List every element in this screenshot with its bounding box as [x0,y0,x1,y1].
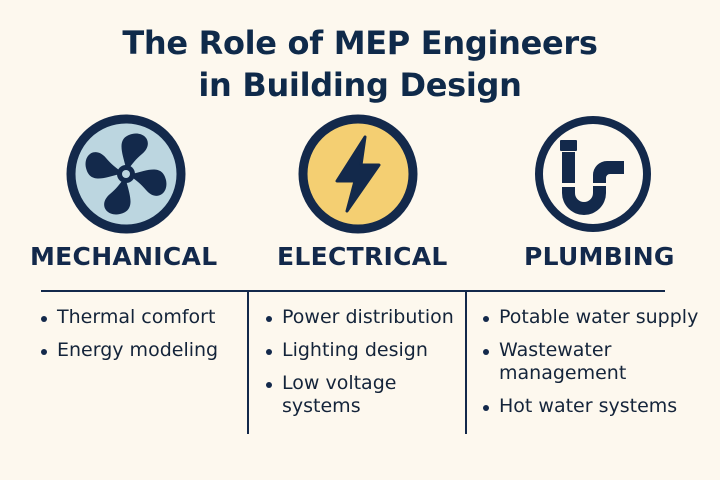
list-item: Low voltage systems [265,372,422,418]
plumbing-list: Potable water supply Wastewater manageme… [482,306,720,428]
column-divider-2 [465,291,467,434]
electrical-list: Power distribution Lighting design Low v… [265,306,502,428]
list-item: Wastewater management [482,339,649,385]
list-item: Thermal comfort [40,306,277,329]
lightning-bolt-icon [297,113,419,235]
list-item: Energy modeling [40,339,277,362]
title-line-2: in Building Design [198,66,522,104]
page-title: The Role of MEP Engineers in Building De… [0,22,720,106]
list-item: Potable water supply [482,306,720,329]
heading-electrical: ELECTRICAL [277,242,448,271]
list-item: Lighting design [265,339,502,362]
heading-plumbing: PLUMBING [524,242,675,271]
fan-icon [65,113,187,235]
mechanical-list: Thermal comfort Energy modeling [40,306,277,372]
list-item: Power distribution [265,306,502,329]
title-line-1: The Role of MEP Engineers [122,24,598,62]
column-divider-1 [247,291,249,434]
horizontal-divider [41,290,665,292]
list-item: Hot water systems [482,395,720,418]
heading-mechanical: MECHANICAL [30,242,218,271]
pipe-trap-icon [532,113,654,235]
